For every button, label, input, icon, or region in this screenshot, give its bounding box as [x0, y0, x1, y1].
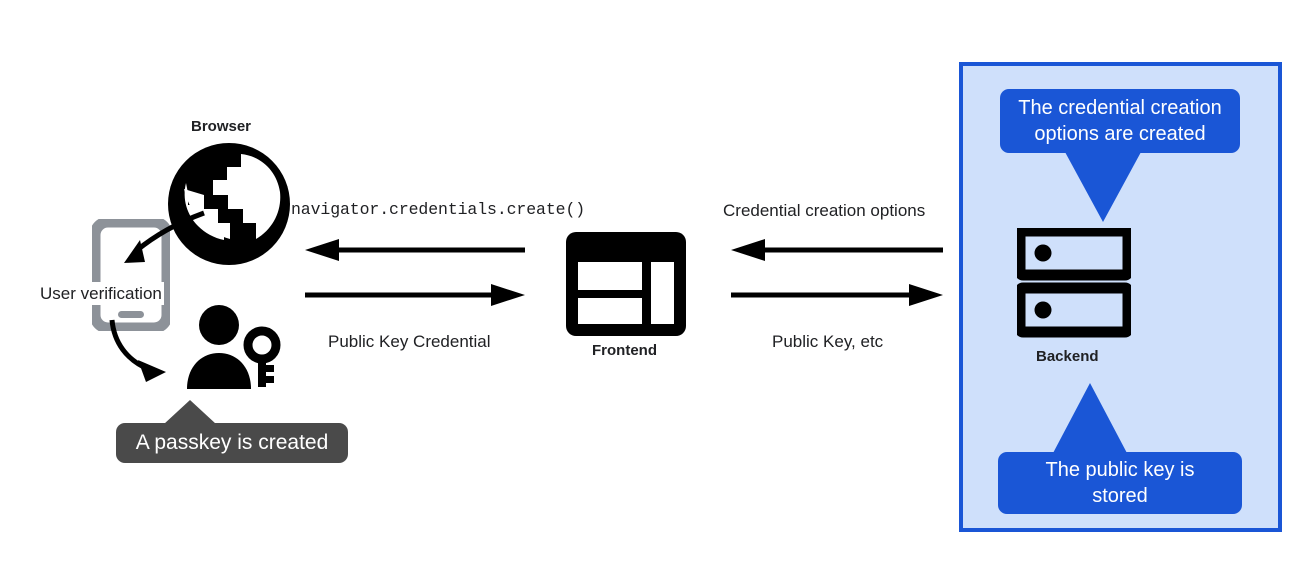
- tooltip-passkey-created: A passkey is created: [116, 423, 348, 463]
- user-with-key-icon: [183, 305, 281, 391]
- arrow-browser-to-device-icon: [100, 205, 210, 290]
- globe-icon: [168, 143, 290, 265]
- callout-credential-options-tail-icon: [1065, 152, 1141, 222]
- server-racks-icon: [1014, 225, 1134, 338]
- arrow-backend-to-frontend: [731, 239, 943, 261]
- arrow-device-to-user-icon: [108, 318, 203, 390]
- browser-label: Browser: [191, 118, 252, 135]
- arrow-label-public-key-etc: Public Key, etc: [772, 332, 884, 351]
- arrow-label-credential-creation-options: Credential creation options: [723, 201, 926, 220]
- mobile-device-icon: [89, 216, 173, 334]
- tooltip-passkey-tail-icon: [164, 400, 216, 424]
- callout-credential-creation-options: The credential creation options are crea…: [1000, 89, 1240, 153]
- arrow-browser-to-frontend: [305, 284, 525, 306]
- frontend-label: Frontend: [592, 342, 657, 359]
- backend-label: Backend: [1036, 348, 1099, 365]
- arrow-label-navigator-credentials-create: navigator.credentials.create(): [291, 200, 586, 219]
- arrow-frontend-to-browser: [305, 239, 525, 261]
- tooltip-passkey-text: A passkey is created: [135, 431, 329, 455]
- callout-line-1: The credential creation: [1018, 96, 1222, 119]
- user-verification-label: User verification: [38, 282, 164, 306]
- callout-line-2: stored: [1092, 485, 1148, 507]
- arrow-frontend-to-backend: [731, 284, 943, 306]
- callout-line-1: The public key is: [1045, 458, 1195, 481]
- callout-line-2: options are created: [1034, 123, 1206, 145]
- callout-public-key-stored-tail-icon: [1052, 383, 1128, 455]
- web-layout-icon: [566, 232, 686, 336]
- arrow-label-public-key-credential: Public Key Credential: [328, 332, 491, 351]
- callout-public-key-stored: The public key is stored: [998, 452, 1242, 514]
